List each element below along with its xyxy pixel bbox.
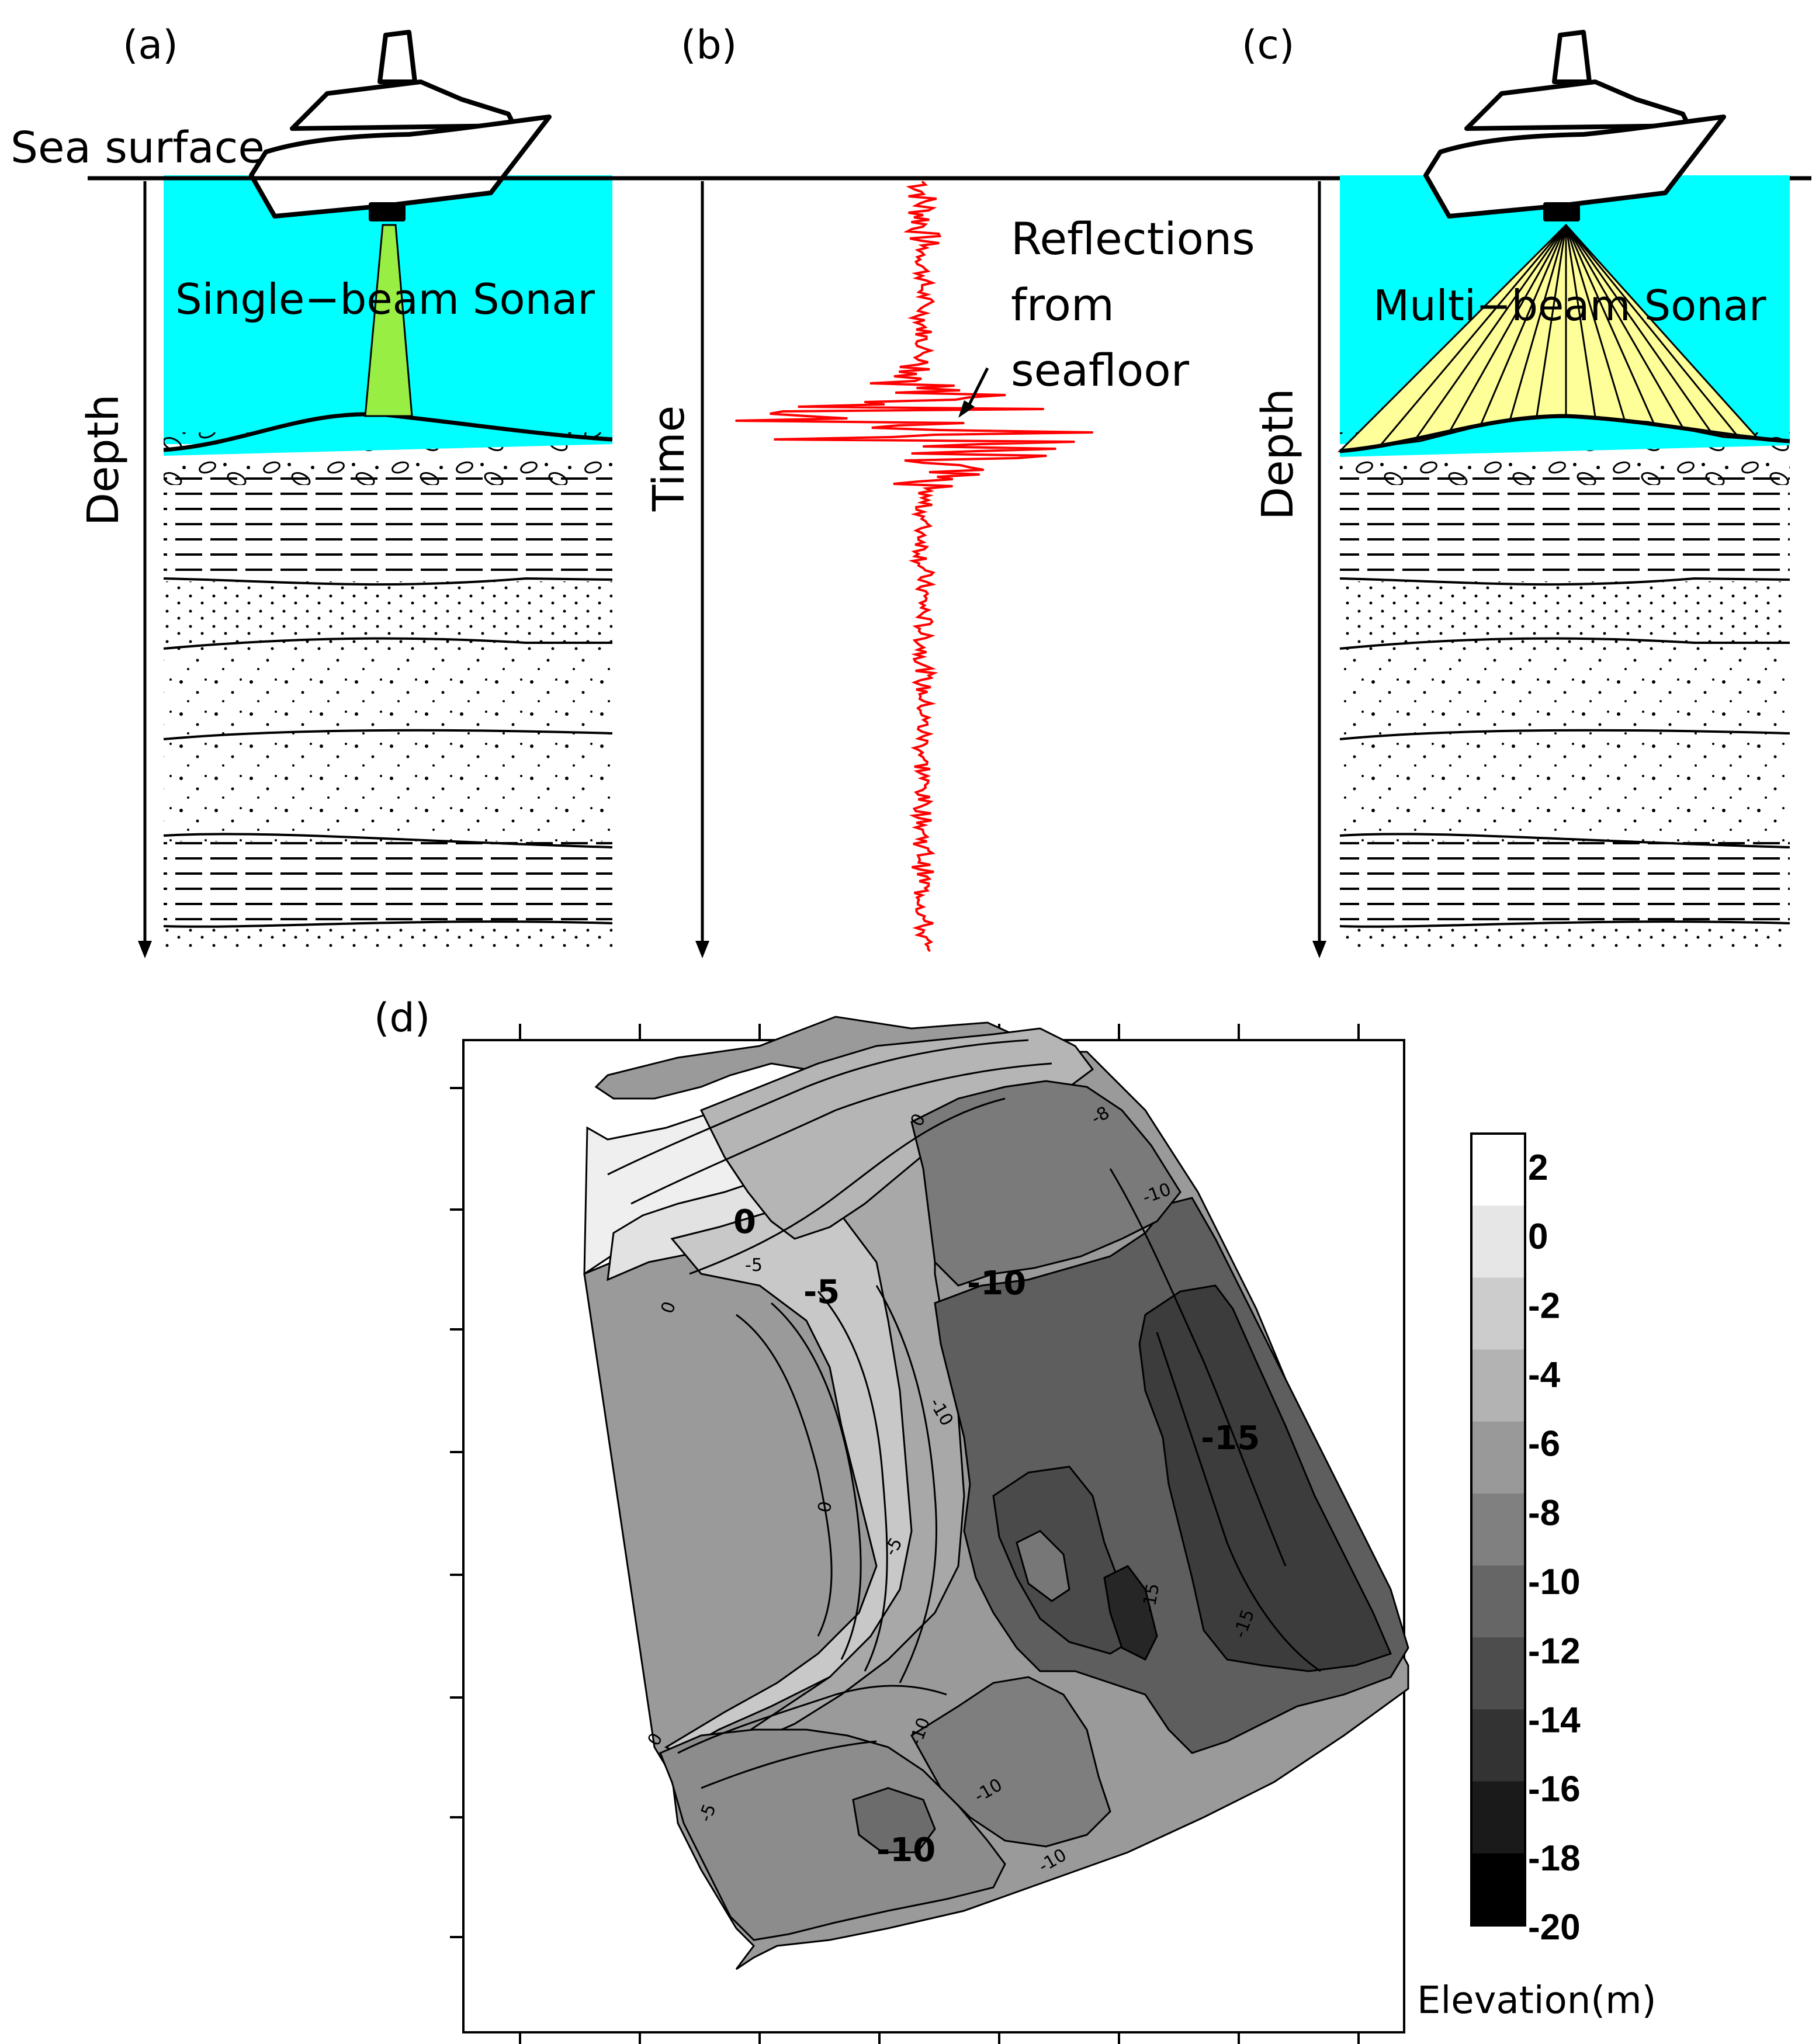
multi-beam-fan	[1337, 223, 1761, 453]
contour-label: -5	[745, 1255, 763, 1276]
colorbar-tick: 2	[1528, 1148, 1548, 1188]
depth-zone	[1016, 1530, 1070, 1602]
panel-c-tag: (c)	[1242, 22, 1294, 68]
depth-zone	[659, 1728, 1006, 1941]
annotation-line-2: from	[1011, 279, 1114, 331]
contour-label: -15	[1201, 1419, 1260, 1457]
contour-label: 0	[733, 1203, 756, 1241]
colorbar-band	[1471, 1781, 1525, 1854]
colorbar-band	[1471, 1565, 1525, 1638]
panel-b: (b) Time Reflections from seafloor	[644, 22, 1255, 958]
colorbar-band	[1471, 1421, 1525, 1494]
silt-layer-a	[164, 652, 612, 739]
contour-label: -15	[1138, 1582, 1163, 1613]
sea-surface-label: Sea surface	[11, 123, 265, 173]
colorbar-tick: -12	[1528, 1631, 1581, 1671]
contour-label: -10	[876, 1831, 936, 1869]
colorbar-band	[1471, 1709, 1525, 1782]
colorbar-tick: -14	[1528, 1700, 1581, 1740]
colorbar-band	[1471, 1205, 1525, 1279]
colorbar-tick: -2	[1528, 1286, 1560, 1326]
depth-zone	[1103, 1565, 1158, 1661]
colorbar-tick: -4	[1528, 1355, 1561, 1395]
panel-a: (a) Sea surface Single−beam Sonar Depth	[11, 22, 613, 958]
depth-zone	[910, 1080, 1182, 1287]
panel-d: (d) 0-5-10-15-100-5-100-100-5-15-15-10-1…	[374, 995, 1657, 2044]
coarse-sand-layer-a	[164, 739, 612, 841]
bathymetry-shapes	[583, 1027, 1409, 1941]
panel-a-tag: (a)	[123, 22, 178, 68]
multi-beam-label: Multi−beam Sonar	[1373, 281, 1766, 330]
colorbar: 2 0 -2 -4 -6 -8 -10 -12 -14 -16 -18 -20 Elevation(m…	[1417, 1132, 1657, 2022]
single-beam-label: Single−beam Sonar	[175, 275, 595, 324]
depth-zone	[910, 1676, 1111, 1848]
depth-label-a: Depth	[78, 394, 129, 526]
depth-label-c: Depth	[1253, 389, 1303, 520]
contour-line	[771, 1302, 862, 1660]
colorbar-tick: -8	[1528, 1493, 1560, 1533]
contour-label: -5	[803, 1273, 840, 1311]
contour-line	[607, 1039, 1029, 1176]
contour-line	[736, 1314, 833, 1637]
colorbar-tick-labels: 2 0 -2 -4 -6 -8 -10 -12 -14 -16 -18 -20	[1528, 1148, 1581, 1948]
colorbar-band	[1471, 1853, 1525, 1926]
colorbar-tick: -20	[1528, 1907, 1581, 1948]
time-label-b: Time	[644, 406, 694, 512]
contour-line	[1109, 1168, 1287, 1567]
contour-line	[817, 1291, 888, 1672]
clay-layer-a	[164, 467, 612, 581]
contour-line	[689, 1097, 1006, 1275]
colorbar-label: Elevation(m)	[1417, 1979, 1657, 2022]
colorbar-tick: -16	[1528, 1769, 1581, 1810]
contour-line	[630, 1062, 1052, 1205]
panel-c: (c)	[1242, 22, 1790, 958]
annotation-line-1: Reflections	[1011, 213, 1255, 265]
bottom-layer-a	[164, 926, 612, 950]
sand-layer-a	[164, 581, 612, 652]
single-beam	[364, 224, 413, 417]
contour-line	[677, 1685, 947, 1754]
ship-a-icon	[249, 30, 552, 221]
colorbar-band	[1471, 1134, 1525, 1207]
contour-line	[875, 1285, 937, 1683]
contour-line	[701, 1740, 877, 1789]
depth-zone	[852, 1787, 936, 1854]
annotation-line-3: seafloor	[1011, 344, 1190, 396]
reflection-trace	[735, 181, 1093, 952]
colorbar-band	[1471, 1493, 1525, 1567]
depth-zone	[1138, 1284, 1392, 1672]
contour-line	[1156, 1332, 1321, 1672]
colorbar-band	[1471, 1349, 1525, 1422]
colorbar-band	[1471, 1637, 1525, 1710]
colorbar-tick: -10	[1528, 1562, 1581, 1602]
seafloor-line-c	[1339, 414, 1790, 453]
panel-b-tag: (b)	[681, 22, 737, 68]
colorbar-band	[1471, 1277, 1525, 1350]
contour-label: -10	[967, 1264, 1026, 1302]
ship-c-icon	[1423, 30, 1726, 221]
annotation-arrow	[965, 367, 989, 410]
colorbar-tick: -6	[1528, 1424, 1560, 1464]
colorbar-frame	[1470, 1132, 1526, 1927]
colorbar-tick: 0	[1528, 1217, 1548, 1257]
colorbar-tick: -18	[1528, 1838, 1581, 1879]
clay-layer2-a	[164, 841, 612, 926]
panel-d-tag: (d)	[374, 995, 430, 1041]
